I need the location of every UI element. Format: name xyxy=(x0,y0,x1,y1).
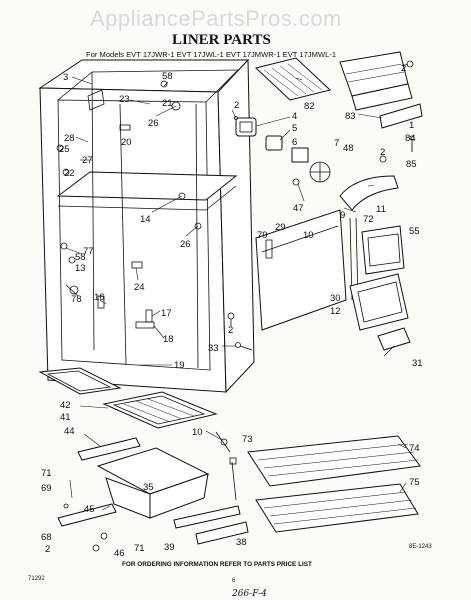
callout-label: 73 xyxy=(242,434,253,445)
ordering-note: FOR ORDERING INFORMATION REFER TO PARTS … xyxy=(122,561,312,568)
callout-label: 22 xyxy=(64,168,75,179)
pan-slides xyxy=(173,457,249,545)
callout-label: 48 xyxy=(343,143,354,154)
callout-label: 10 xyxy=(303,230,314,241)
callout-label: 79 xyxy=(257,230,268,241)
callout-label: 71 xyxy=(134,543,145,554)
shelf-rail xyxy=(77,437,141,461)
handwritten-note: 266-F-4 xyxy=(231,589,267,599)
evaporator-cover xyxy=(255,209,359,331)
callout-label: 17 xyxy=(161,308,172,319)
callout-label: 21 xyxy=(162,98,173,109)
callout-label: 82 xyxy=(304,101,315,112)
shelf-trim xyxy=(38,367,122,395)
callout-label: 75 xyxy=(409,477,420,488)
callout-label: 42 xyxy=(60,400,71,411)
ice-bin xyxy=(339,51,413,111)
callout-label: 83 xyxy=(345,111,356,122)
callout-label: 23 xyxy=(119,94,130,105)
light-socket xyxy=(235,117,283,151)
callout-label: 7 xyxy=(334,138,339,149)
fan-shroud xyxy=(339,175,399,211)
callout-label: 2 xyxy=(228,325,233,336)
callout-label: 2 xyxy=(380,147,385,158)
callout-label: 3 xyxy=(63,72,68,83)
callout-label: 31 xyxy=(412,358,423,369)
page-number: 6 xyxy=(232,578,236,584)
callout-label: 14 xyxy=(140,214,151,225)
callout-label: 30 xyxy=(330,293,341,304)
callout-label: 2 xyxy=(45,544,50,555)
meat-pan xyxy=(96,431,231,519)
callout-label: 18 xyxy=(163,334,174,345)
document-code: 71292 xyxy=(28,576,45,582)
callout-label: 55 xyxy=(409,226,420,237)
callout-label: 58 xyxy=(162,71,173,82)
callout-label: 6 xyxy=(292,137,297,148)
callout-label: 12 xyxy=(330,306,341,317)
callout-label: 45 xyxy=(84,504,95,515)
callout-labels: 3 58 23 21 28 25 27 22 20 26 2 4 5 6 82 … xyxy=(41,63,423,559)
callout-label: 24 xyxy=(134,282,145,293)
callout-label: 41 xyxy=(60,412,71,423)
callout-label: 1 xyxy=(409,120,414,131)
callout-label: 46 xyxy=(114,548,125,559)
callout-label: 2 xyxy=(401,63,406,74)
callout-label: 85 xyxy=(406,159,417,170)
callout-label: 77 xyxy=(83,246,94,257)
callout-label: 26 xyxy=(180,239,191,250)
callout-label: 25 xyxy=(59,144,70,155)
callout-label: 5 xyxy=(292,123,297,134)
leader-lines xyxy=(65,63,413,511)
callout-label: 47 xyxy=(293,203,304,214)
callout-label: 78 xyxy=(71,294,82,305)
callout-label: 39 xyxy=(164,542,175,553)
callout-label: 74 xyxy=(409,443,420,454)
pan-rail xyxy=(57,503,117,552)
callout-label: 68 xyxy=(41,532,52,543)
callout-label: 9 xyxy=(340,210,345,221)
ice-bin-shelf xyxy=(379,60,423,129)
callout-label: 38 xyxy=(236,537,247,548)
callout-label: 4 xyxy=(292,111,297,122)
utility-bin xyxy=(361,225,405,275)
callout-label: 33 xyxy=(208,343,219,354)
bin-cover xyxy=(377,327,411,351)
callout-label: 10 xyxy=(192,427,203,438)
diagram-code: 8E-1243 xyxy=(409,544,432,550)
wire-shelf-lower xyxy=(255,483,419,533)
callout-label: 29 xyxy=(275,222,286,233)
fan-motor xyxy=(291,147,331,186)
model-list: For Models EVT 17JWR-1 EVT 17JWL-1 EVT 1… xyxy=(86,50,336,59)
callout-label: 35 xyxy=(143,482,154,493)
callout-label: 72 xyxy=(363,214,374,225)
crisper-bin xyxy=(349,273,409,331)
wire-shelf-upper xyxy=(247,435,421,487)
callout-label: 69 xyxy=(41,483,52,494)
screws-mid xyxy=(227,312,253,351)
callout-label: 11 xyxy=(376,204,386,215)
page-title: LINER PARTS xyxy=(172,32,271,48)
callout-label: 26 xyxy=(148,118,159,129)
callout-label: 58 xyxy=(75,252,86,263)
callout-label: 2 xyxy=(234,100,239,111)
watermark: AppliancePartsPros.com xyxy=(90,6,342,31)
glass-shelf xyxy=(102,391,218,429)
callout-label: 16 xyxy=(94,292,105,303)
callout-label: 71 xyxy=(41,468,52,479)
callout-label: 19 xyxy=(174,360,185,371)
ice-tray xyxy=(254,57,332,101)
cabinet-liner xyxy=(38,58,255,394)
callout-label: 44 xyxy=(64,426,75,437)
callout-label: 84 xyxy=(405,133,416,144)
callout-label: 13 xyxy=(75,263,86,274)
callout-label: 27 xyxy=(82,155,93,166)
callout-label: 20 xyxy=(121,137,132,148)
callout-label: 28 xyxy=(64,133,75,144)
